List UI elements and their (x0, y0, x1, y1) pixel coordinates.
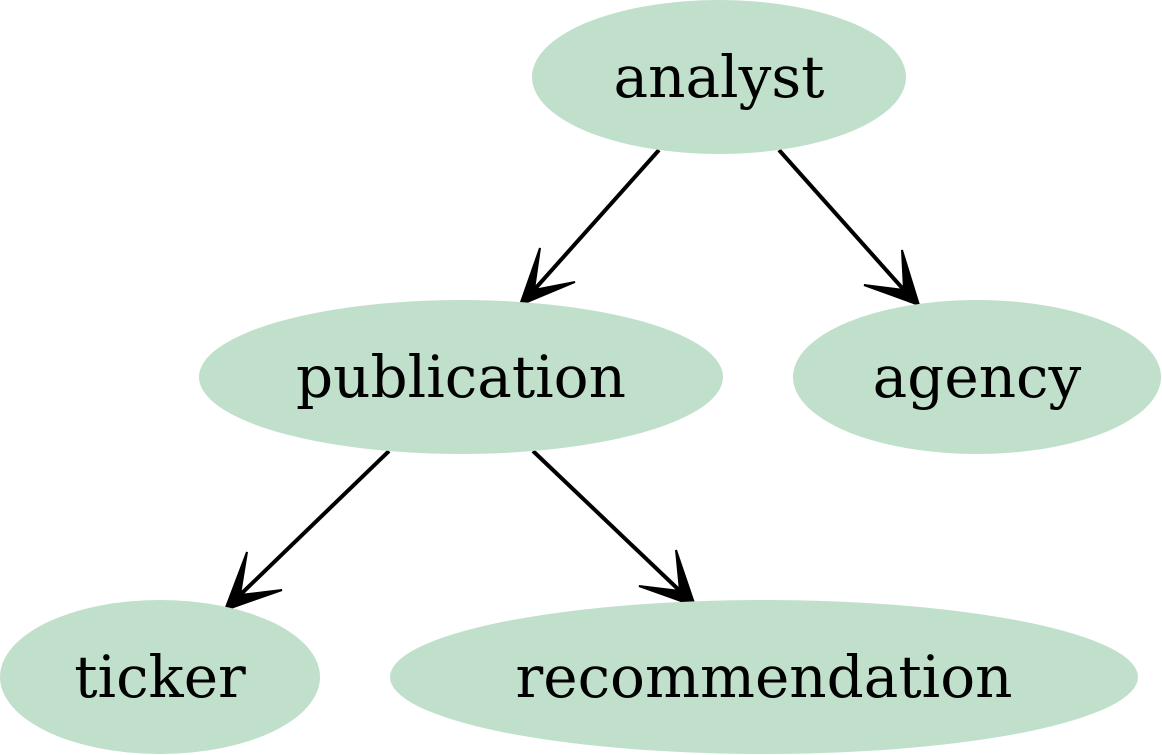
node-label: publication (296, 343, 626, 411)
edge-line (532, 148, 661, 292)
node-label: recommendation (516, 643, 1013, 711)
node-ellipse (793, 300, 1161, 454)
node-ellipse (390, 600, 1138, 754)
node-ellipse (0, 600, 320, 754)
node-ticker[interactable]: ticker (0, 600, 320, 754)
node-ellipse (532, 0, 906, 154)
edge-publication-recommendation (531, 449, 697, 608)
arrowhead-icon (518, 247, 576, 307)
arrowhead-icon (638, 549, 697, 608)
node-label: ticker (74, 643, 246, 711)
edge-line (531, 449, 682, 593)
node-analyst[interactable]: analyst (532, 0, 906, 154)
edge-line (777, 148, 906, 292)
node-label: agency (873, 343, 1082, 411)
node-recommendation[interactable]: recommendation (390, 600, 1138, 754)
edge-analyst-agency (777, 148, 921, 307)
edge-line (238, 449, 391, 597)
arrowhead-icon (223, 551, 283, 612)
node-ellipse (199, 300, 723, 454)
edge-analyst-publication (518, 148, 661, 307)
edges (223, 148, 921, 612)
node-label: analyst (614, 43, 825, 111)
node-agency[interactable]: agency (793, 300, 1161, 454)
arrowhead-icon (863, 249, 921, 307)
node-publication[interactable]: publication (199, 300, 723, 454)
edge-publication-ticker (223, 449, 391, 612)
